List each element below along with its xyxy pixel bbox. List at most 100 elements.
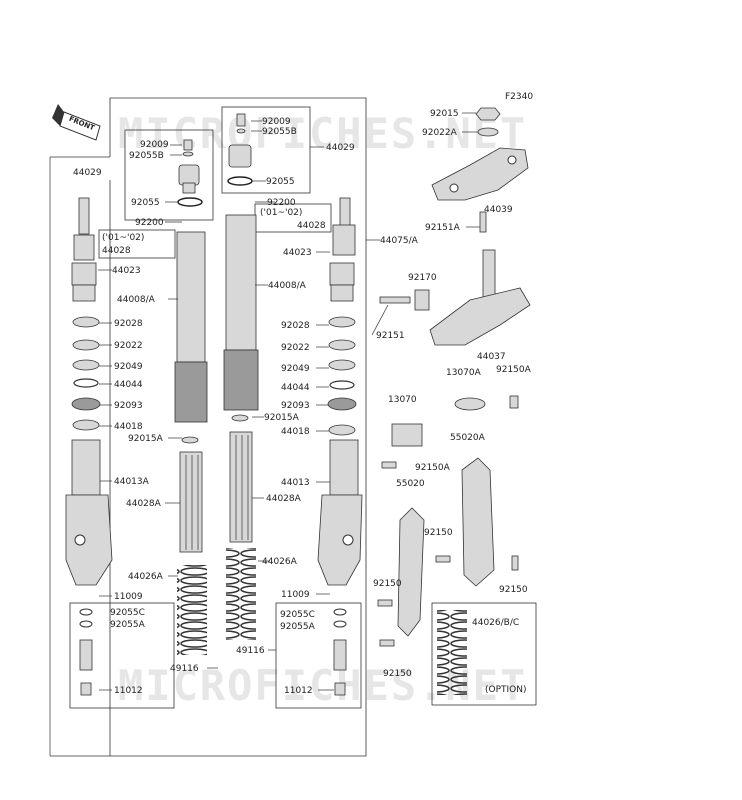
label-92093: 92093 [114, 401, 143, 411]
label-92009: 92009 [262, 117, 291, 127]
label-44013a: 44013A [114, 477, 150, 487]
option-label: (OPTION) [485, 685, 527, 695]
label-44026a: 44026A [128, 572, 164, 582]
hose-guide [391, 395, 519, 447]
base-valve-left [79, 608, 93, 696]
cap-box-right [221, 106, 311, 194]
cartridge-box-left [69, 602, 175, 709]
label-92055a: 92055A [110, 620, 146, 630]
steering-stem [429, 249, 531, 346]
label-92200: 92200 [135, 218, 164, 228]
label-92200: 92200 [267, 198, 296, 208]
part-labels: 92009 92055B 44029 92055 92009 92055B 44… [73, 109, 532, 696]
steering-nut [475, 107, 501, 137]
label-44029: 44029 [73, 168, 102, 178]
left-seal-stack [71, 262, 101, 431]
label-92151a: 92151A [425, 223, 461, 233]
label-44044: 44044 [114, 380, 143, 390]
label-92015: 92015 [430, 109, 459, 119]
front-arrow-icon: FRONT [52, 104, 101, 141]
label-92022: 92022 [281, 343, 310, 353]
base-valve-right [333, 608, 347, 696]
label-92093: 92093 [281, 401, 310, 411]
cartridge-right [229, 431, 253, 543]
fork-guard-left [397, 507, 425, 637]
label-92049: 92049 [281, 364, 310, 374]
label-44008: 44008/A [268, 281, 307, 291]
fork-cap-left [177, 139, 203, 207]
label-44028: 44028 [297, 221, 326, 231]
label-92055b: 92055B [262, 127, 297, 137]
option-box [431, 602, 537, 706]
label-92150: 92150 [499, 585, 528, 595]
cartridge-left [179, 451, 203, 553]
label-92151: 92151 [376, 331, 405, 341]
figure-code: F2340 [505, 92, 533, 102]
label-44018: 44018 [114, 422, 143, 432]
inner-tube-left [174, 231, 208, 444]
guard-bolts [377, 461, 519, 647]
label-92170: 92170 [408, 273, 437, 283]
label-92049: 92049 [114, 362, 143, 372]
label-55020: 55020 [396, 479, 425, 489]
label-92015a: 92015A [128, 434, 164, 444]
label-11012: 11012 [114, 686, 143, 696]
damper-rod-left [73, 197, 95, 261]
label-11012: 11012 [284, 686, 313, 696]
leader-lines [98, 112, 480, 691]
label-92022a: 92022A [422, 128, 458, 138]
cartridge-box-right [275, 602, 362, 709]
label-44029: 44029 [326, 143, 355, 153]
label-92028: 92028 [114, 319, 143, 329]
label-92150: 92150 [383, 669, 412, 679]
label-92055: 92055 [131, 198, 160, 208]
label-44028: 44028 [102, 246, 131, 256]
label-13070a: 13070A [446, 368, 482, 378]
label-49116: 49116 [170, 664, 199, 674]
watermark-top: MICROFICHES.NET [118, 109, 527, 158]
spring-right [226, 548, 256, 640]
label-year-range: ('01~'02) [260, 208, 302, 218]
cap-box-left [124, 129, 214, 221]
label-44075: 44075/A [380, 236, 419, 246]
label-92055c: 92055C [110, 608, 145, 618]
label-44026bc: 44026/B/C [472, 618, 519, 628]
oring-box-left [98, 229, 176, 259]
label-year-range: ('01~'02) [102, 233, 144, 243]
label-44028a: 44028A [126, 499, 162, 509]
label-49116: 49116 [236, 646, 265, 656]
label-92015a: 92015A [264, 413, 300, 423]
label-92150a: 92150A [415, 463, 451, 473]
damper-rod-right [332, 197, 356, 256]
label-44018: 44018 [281, 427, 310, 437]
label-44039: 44039 [484, 205, 513, 215]
label-92022: 92022 [114, 341, 143, 351]
outer-tube-left [65, 439, 113, 586]
assembly-bracket [109, 97, 367, 757]
label-44026a: 44026A [262, 557, 298, 567]
spring-left [177, 565, 207, 655]
label-92055: 92055 [266, 177, 295, 187]
label-55020a: 55020A [450, 433, 486, 443]
label-44013: 44013 [281, 478, 310, 488]
label-92055c: 92055C [280, 610, 315, 620]
label-92150: 92150 [424, 528, 453, 538]
label-92150: 92150 [373, 579, 402, 589]
label-44023: 44023 [283, 248, 312, 258]
label-44037: 44037 [477, 352, 506, 362]
label-44008: 44008/A [117, 295, 156, 305]
label-92055b: 92055B [129, 151, 164, 161]
label-92028: 92028 [281, 321, 310, 331]
right-seal-stack [327, 262, 357, 436]
bracket-bolt [479, 211, 487, 233]
label-44023: 44023 [112, 266, 141, 276]
label-11009: 11009 [114, 592, 143, 602]
fork-guard-right [461, 457, 495, 587]
label-44044: 44044 [281, 383, 310, 393]
spring-option [437, 610, 467, 695]
label-92150a: 92150A [496, 365, 532, 375]
upper-bracket [431, 147, 529, 201]
outer-tube-right [317, 439, 363, 586]
label-13070: 13070 [388, 395, 417, 405]
